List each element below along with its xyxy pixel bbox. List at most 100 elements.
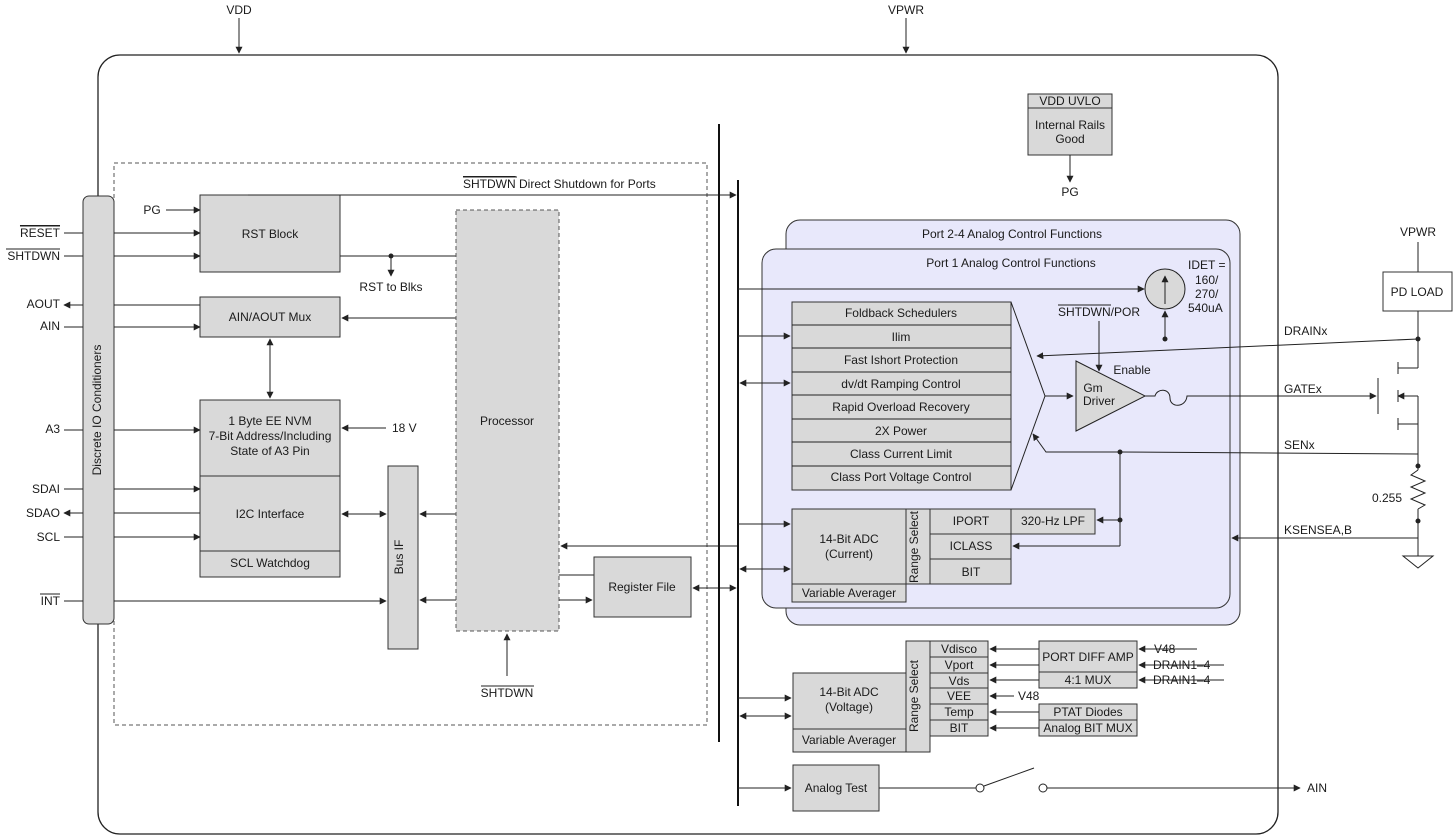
bus-if-block <box>387 465 419 650</box>
adc-voltage-line-1: 14-Bit ADC <box>819 685 879 699</box>
iclass-label: ICLASS <box>950 539 993 553</box>
shtdwn-direct-label-a: SHTDWN <box>463 177 516 191</box>
fn-dvdt: dv/dt Ramping Control <box>841 377 960 391</box>
switch-contact-b <box>1038 783 1048 793</box>
idet-line-2: 160/ <box>1195 273 1219 287</box>
gm-driver-block <box>1075 360 1147 432</box>
port-diff-amp-block <box>1038 640 1138 673</box>
drain-in-b: DRAIN1–4 <box>1153 673 1211 687</box>
pin-sdao: SDAO <box>26 506 60 520</box>
mux41-label: 4:1 MUX <box>1065 673 1112 687</box>
bus-if-label: Bus IF <box>392 540 406 575</box>
port-diff-amp-label: PORT DIFF AMP <box>1042 650 1134 664</box>
fn-2x-power: 2X Power <box>875 424 927 438</box>
pin-scl: SCL <box>37 530 61 544</box>
driver-label: Driver <box>1083 394 1115 408</box>
fn-rapid-overload: Rapid Overload Recovery <box>832 400 969 414</box>
shtdwn-bottom: SHTDWN <box>481 686 534 700</box>
ain-aout-mux-label: AIN/AOUT Mux <box>229 310 311 324</box>
range-select-2-block <box>905 640 931 753</box>
var-avg-1: Variable Averager <box>802 586 896 600</box>
internal-rails-line-1: Internal Rails <box>1035 118 1105 132</box>
sen-to-limit <box>1032 433 1419 455</box>
fn-ilim: Ilim <box>892 330 911 344</box>
enable-label: Enable <box>1113 363 1151 377</box>
i2c-label: I2C Interface <box>236 507 305 521</box>
adc-current-block <box>791 508 907 585</box>
ksense-label: KSENSEA,B <box>1284 523 1352 537</box>
pin-int: INT <box>41 594 61 608</box>
bit2-label: BIT <box>950 721 969 735</box>
fn-class-current: Class Current Limit <box>850 447 953 461</box>
internal-rails-block <box>1027 107 1113 156</box>
pin-sdai: SDAI <box>32 482 60 496</box>
shtdwn-direct-label-b: Direct Shutdown for Ports <box>516 177 656 191</box>
range-select-1: Range Select <box>907 510 921 583</box>
port1-label: Port 1 Analog Control Functions <box>926 256 1095 270</box>
adc-current-line-1: 14-Bit ADC <box>819 532 879 546</box>
vee-label: VEE <box>947 689 971 703</box>
nvm-line-1: 1 Byte EE NVM <box>228 414 311 428</box>
shtdwn-por-label: SHTDWN/POR <box>1058 305 1140 319</box>
adc-voltage-line-2: (Voltage) <box>825 700 873 714</box>
ptat-label: PTAT Diodes <box>1053 705 1122 719</box>
fn-fast-ishort: Fast Ishort Protection <box>844 353 958 367</box>
adc-current-line-2: (Current) <box>825 547 873 561</box>
var-avg-1-block <box>791 583 907 603</box>
drain-in-a: DRAIN1–4 <box>1153 658 1211 672</box>
drain-junction <box>1162 336 1168 342</box>
register-file-label: Register File <box>608 580 676 594</box>
lpf-block <box>1010 508 1096 535</box>
io-conditioners-label: Discrete IO Conditioners <box>90 345 104 476</box>
fn-foldback: Foldback Schedulers <box>845 306 957 320</box>
switch-contact-a <box>975 783 985 793</box>
resistor-label: 0.255 <box>1372 491 1402 505</box>
pin-shtdwn: SHTDWN <box>7 249 60 263</box>
switch-blade <box>983 767 1035 787</box>
nvm-block <box>199 399 341 477</box>
gate-label: GATEx <box>1284 382 1322 396</box>
pd-load-label: PD LOAD <box>1391 285 1444 299</box>
pin-reset: RESET <box>20 226 61 240</box>
rst-block-label: RST Block <box>242 227 299 241</box>
pd-load-block <box>1382 271 1453 312</box>
vds-label: Vds <box>949 674 970 688</box>
scl-watchdog-label: SCL Watchdog <box>230 556 310 570</box>
gate-wire <box>1145 389 1377 406</box>
var-avg-2: Variable Averager <box>802 733 896 747</box>
idet-line-3: 270/ <box>1195 287 1219 301</box>
sen-label: SENx <box>1284 438 1315 452</box>
processor-label: Processor <box>480 414 534 428</box>
digital-region <box>113 162 708 726</box>
vdd-uvlo-label: VDD UVLO <box>1039 94 1100 108</box>
vdisco-label: Vdisco <box>941 642 977 656</box>
fn-class-voltage: Class Port Voltage Control <box>831 470 972 484</box>
resistor-icon <box>1409 469 1427 510</box>
nvm-line-3: State of A3 Pin <box>230 444 309 458</box>
pin-vdd: VDD <box>226 3 252 17</box>
io-conditioners-block <box>82 195 115 625</box>
lpf-label: 320-Hz LPF <box>1021 514 1085 528</box>
vpwr-right: VPWR <box>1400 225 1436 239</box>
bit1-label: BIT <box>962 565 981 579</box>
pin-ain: AIN <box>40 319 60 333</box>
shtdwn-direct-label: SHTDWN Direct Shutdown for Ports <box>463 177 656 191</box>
bit1-block <box>929 558 1012 585</box>
pin-aout: AOUT <box>27 297 61 311</box>
scl-watchdog-block <box>199 550 341 578</box>
range-select-1-block <box>905 508 931 585</box>
drain-label: DRAINx <box>1284 324 1327 338</box>
ksense-node <box>1415 518 1421 524</box>
drain-to-foldback <box>1036 338 1419 360</box>
iport-label: IPORT <box>953 514 990 528</box>
gm-label: Gm <box>1083 381 1102 395</box>
analog-test-label: Analog Test <box>805 781 868 795</box>
iclass-block <box>929 533 1012 560</box>
idet-line-4: 540uA <box>1188 301 1223 315</box>
temp-label: Temp <box>944 705 974 719</box>
ground-icon <box>1401 555 1435 569</box>
pg-output: PG <box>1061 185 1078 199</box>
rst-to-blks: RST to Blks <box>359 280 422 294</box>
analog-bit-mux-label: Analog BIT MUX <box>1043 721 1132 735</box>
